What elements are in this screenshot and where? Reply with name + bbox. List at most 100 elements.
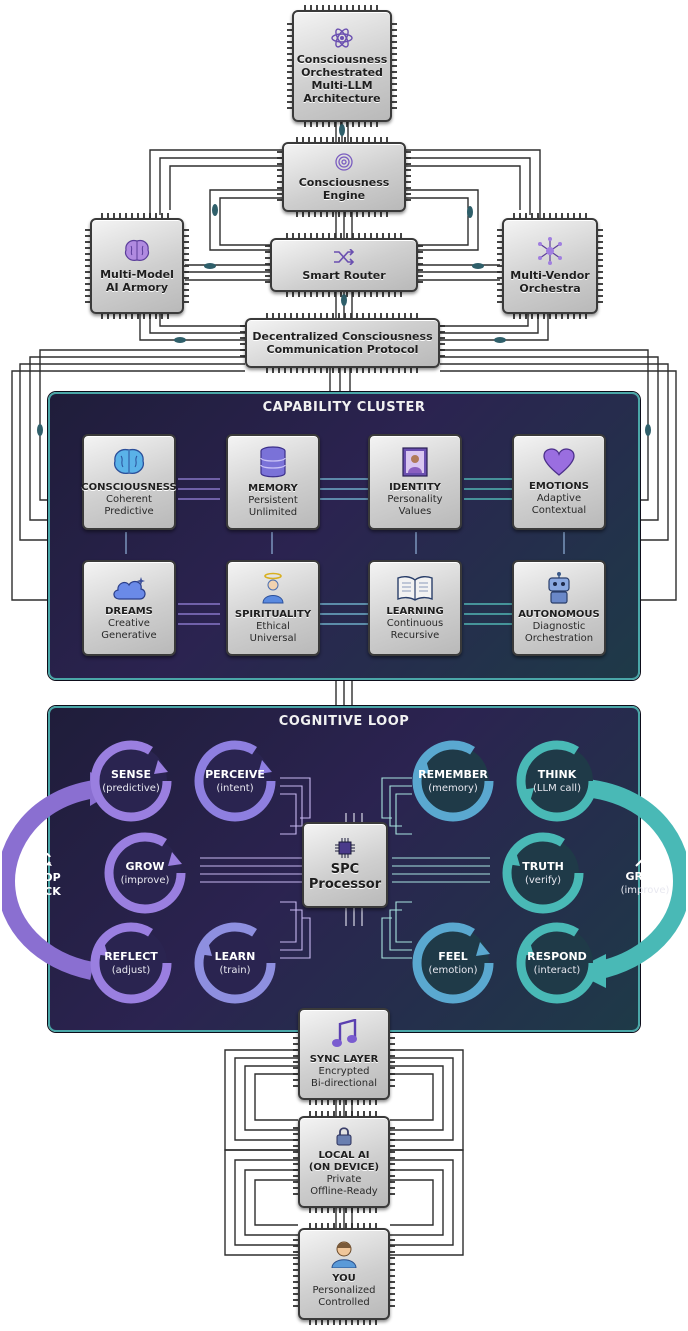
book-icon [397, 575, 433, 601]
capability-line-2: Predictive [104, 505, 154, 517]
protocol-chip: Decentralized Consciousness Communicatio… [240, 313, 445, 373]
node-title: REMEMBER [418, 767, 488, 781]
node-sub: (predictive) [102, 782, 160, 794]
capability-line-2: Unlimited [248, 506, 298, 518]
cognitive-loop-title: COGNITIVE LOOP [278, 714, 410, 729]
capability-line-1: Continuous [386, 617, 444, 629]
atom-icon [331, 28, 353, 48]
engine-line-2: Engine [322, 189, 366, 202]
loop-node-remember: REMEMBER (memory) [410, 738, 496, 824]
capability-chip-identity: IDENTITY Personality Values [363, 429, 467, 535]
you-line-2: Controlled [318, 1296, 370, 1308]
architecture-line-2: Orchestrated [301, 66, 383, 79]
processor-line-1: SPC [330, 862, 360, 877]
node-title: LEARN [214, 949, 256, 963]
trend-up-icon [635, 853, 654, 867]
protocol-line-1: Decentralized Consciousness [252, 330, 433, 343]
node-sub: (LLM call) [533, 782, 581, 794]
grow-right-title: GROW [625, 869, 665, 883]
node-title: SENSE [110, 767, 152, 781]
node-title: PERCEIVE [205, 767, 265, 781]
multi-vendor-chip: Multi-Vendor Orchestra [497, 213, 603, 319]
architecture-line-1: Consciousness [296, 53, 388, 66]
capability-cluster-title: CAPABILITY CLUSTER [262, 400, 426, 415]
loop-node-feel: FEEL (emotion) [410, 920, 496, 1006]
capability-chip-spirituality: SPIRITUALITY Ethical Universal [221, 555, 325, 661]
brain-icon [124, 239, 150, 261]
capability-line-1: Coherent [106, 493, 152, 505]
you-title: YOU [332, 1272, 356, 1284]
architecture-line-3: Multi-LLM [311, 79, 373, 92]
capability-title: IDENTITY [389, 481, 441, 493]
lock-icon [336, 1127, 352, 1146]
armory-line-1: Multi-Model [100, 268, 174, 281]
brain-icon [114, 448, 144, 474]
ai-armory-chip: Multi-Model AI Armory [85, 213, 189, 319]
loop-back-node: LOOP BACK [8, 826, 80, 922]
loop-back-line-1: LOOP [27, 871, 61, 884]
local-ai-chip: LOCAL AI (ON DEVICE) Private Offline-Rea… [293, 1111, 395, 1213]
node-title: TRUTH [522, 859, 564, 873]
capability-title: LEARNING [386, 605, 444, 617]
capability-title: CONSCIOUSNESS [81, 481, 177, 493]
local-title: LOCAL AI [318, 1150, 370, 1161]
capability-chip-consciousness: CONSCIOUSNESS Coherent Predictive [77, 429, 181, 535]
node-title: FEEL [438, 949, 468, 963]
capability-title: DREAMS [105, 605, 153, 617]
robot-icon [548, 571, 570, 604]
architecture-chip: Consciousness Orchestrated Multi-LLM Arc… [287, 5, 397, 127]
node-sub: (adjust) [111, 964, 151, 976]
capability-line-1: Creative [108, 617, 150, 629]
cluster-traces [125, 478, 565, 625]
capability-line-1: Diagnostic [532, 620, 586, 632]
capability-line-1: Adaptive [536, 492, 582, 504]
engine-line-1: Consciousness [298, 176, 390, 189]
sync-title: SYNC LAYER [309, 1053, 379, 1065]
fingerprint-brain-icon [335, 153, 353, 171]
sync-line-2: Bi-directional [311, 1077, 377, 1089]
loop-node-learn: LEARN (train) [192, 920, 278, 1006]
cloud-icon [113, 576, 146, 600]
local-title-2: (ON DEVICE) [308, 1162, 380, 1173]
capability-title: SPIRITUALITY [234, 608, 312, 620]
capability-line-2: Generative [101, 629, 157, 641]
grow-right-node: GROW (improve) [606, 826, 684, 922]
loop-node-respond: RESPOND (interact) [514, 920, 600, 1006]
you-chip: YOU Personalized Controlled [293, 1223, 395, 1325]
database-icon [260, 445, 286, 477]
protocol-line-2: Communication Protocol [266, 343, 419, 356]
capability-line-2: Values [398, 505, 432, 517]
loop-back-line-2: BACK [27, 885, 61, 898]
armory-line-2: AI Armory [106, 281, 168, 294]
capability-line-2: Universal [249, 632, 297, 644]
capability-chip-dreams: DREAMS Creative Generative [77, 555, 181, 661]
capability-line-2: Recursive [390, 629, 440, 641]
node-sub: (train) [219, 964, 251, 976]
loop-node-perceive: PERCEIVE (intent) [192, 738, 278, 824]
loop-node-reflect: REFLECT (adjust) [88, 920, 174, 1006]
node-title: THINK [537, 767, 577, 781]
loop-node-think: THINK (LLM call) [514, 738, 600, 824]
loop-node-grow-left: GROW (improve) [102, 830, 188, 916]
grow-right-sub: (improve) [620, 884, 670, 896]
vendor-line-1: Multi-Vendor [510, 269, 590, 282]
node-sub: (emotion) [428, 964, 478, 976]
shuffle-icon [334, 248, 355, 265]
sync-layer-chip: SYNC LAYER Encrypted Bi-directional [293, 1003, 395, 1105]
smart-router-chip: Smart Router [265, 233, 423, 297]
node-sub: (intent) [216, 782, 254, 794]
spc-processor-chip: SPC Processor [297, 817, 393, 913]
vendor-line-2: Orchestra [519, 282, 581, 295]
heart-icon [543, 447, 575, 476]
node-sub: (interact) [533, 964, 581, 976]
network-icon [538, 237, 562, 265]
architecture-line-4: Architecture [303, 92, 381, 105]
sync-line-1: Encrypted [318, 1065, 370, 1077]
node-sub: (improve) [120, 874, 170, 886]
loop-node-truth: TRUTH (verify) [500, 830, 586, 916]
refresh-icon [36, 852, 52, 866]
node-sub: (memory) [428, 782, 478, 794]
capability-title: EMOTIONS [529, 480, 589, 492]
local-line-1: Private [326, 1174, 362, 1185]
